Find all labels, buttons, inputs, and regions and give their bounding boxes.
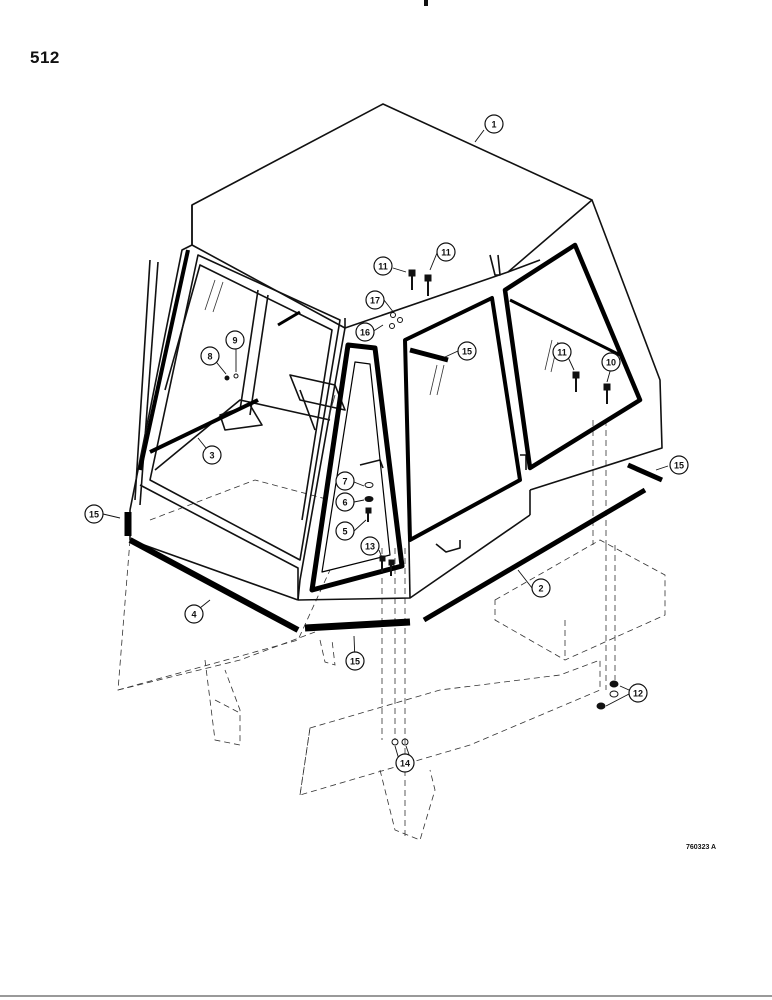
svg-text:15: 15 xyxy=(89,510,99,520)
svg-text:2: 2 xyxy=(538,584,543,594)
callout-14: 14 xyxy=(395,753,415,773)
callout-15b: 15 xyxy=(457,341,477,361)
svg-text:14: 14 xyxy=(400,759,410,769)
svg-text:5: 5 xyxy=(342,527,347,537)
callout-15c: 15 xyxy=(669,455,689,475)
callout-7: 7 xyxy=(335,471,355,491)
svg-text:11: 11 xyxy=(557,348,567,358)
svg-text:11: 11 xyxy=(378,262,388,272)
callout-1: 1 xyxy=(484,114,504,134)
svg-text:10: 10 xyxy=(606,358,616,368)
figure-code: 760323 A xyxy=(686,844,717,851)
callout-3: 3 xyxy=(202,445,222,465)
hardware xyxy=(224,269,619,746)
callout-11c: 11 xyxy=(552,342,572,362)
callout-15a: 15 xyxy=(84,504,104,524)
callouts: 1 2 3 4 5 6 7 8 9 10 11 11 11 12 13 14 1… xyxy=(84,114,689,773)
callout-8: 8 xyxy=(200,346,220,366)
callout-13: 13 xyxy=(360,536,380,556)
svg-text:3: 3 xyxy=(209,451,214,461)
callout-17: 17 xyxy=(365,290,385,310)
svg-text:9: 9 xyxy=(232,336,237,346)
svg-text:13: 13 xyxy=(365,542,375,552)
callout-15d: 15 xyxy=(345,651,365,671)
callout-4: 4 xyxy=(184,604,204,624)
svg-text:6: 6 xyxy=(342,498,347,508)
callout-16: 16 xyxy=(355,322,375,342)
frame-hidden-lines xyxy=(117,420,666,841)
svg-text:17: 17 xyxy=(370,296,380,306)
svg-text:1: 1 xyxy=(491,120,496,130)
svg-text:4: 4 xyxy=(191,610,196,620)
callout-11b: 11 xyxy=(436,242,456,262)
callout-12: 12 xyxy=(628,683,648,703)
window-seals xyxy=(138,242,643,593)
svg-text:8: 8 xyxy=(207,352,212,362)
page-number: 512 xyxy=(30,48,60,67)
seal-strips xyxy=(124,347,664,633)
svg-text:16: 16 xyxy=(360,328,370,338)
callout-10: 10 xyxy=(601,352,621,372)
callout-11a: 11 xyxy=(373,256,393,276)
callout-2: 2 xyxy=(531,578,551,598)
svg-text:11: 11 xyxy=(441,248,451,258)
callout-5: 5 xyxy=(335,521,355,541)
svg-text:15: 15 xyxy=(462,347,472,357)
svg-text:15: 15 xyxy=(674,461,684,471)
glass-reflections xyxy=(204,279,559,421)
svg-text:15: 15 xyxy=(350,657,360,667)
svg-text:12: 12 xyxy=(633,689,643,699)
callout-6: 6 xyxy=(335,492,355,512)
svg-text:7: 7 xyxy=(342,477,347,487)
callout-9: 9 xyxy=(225,330,245,350)
